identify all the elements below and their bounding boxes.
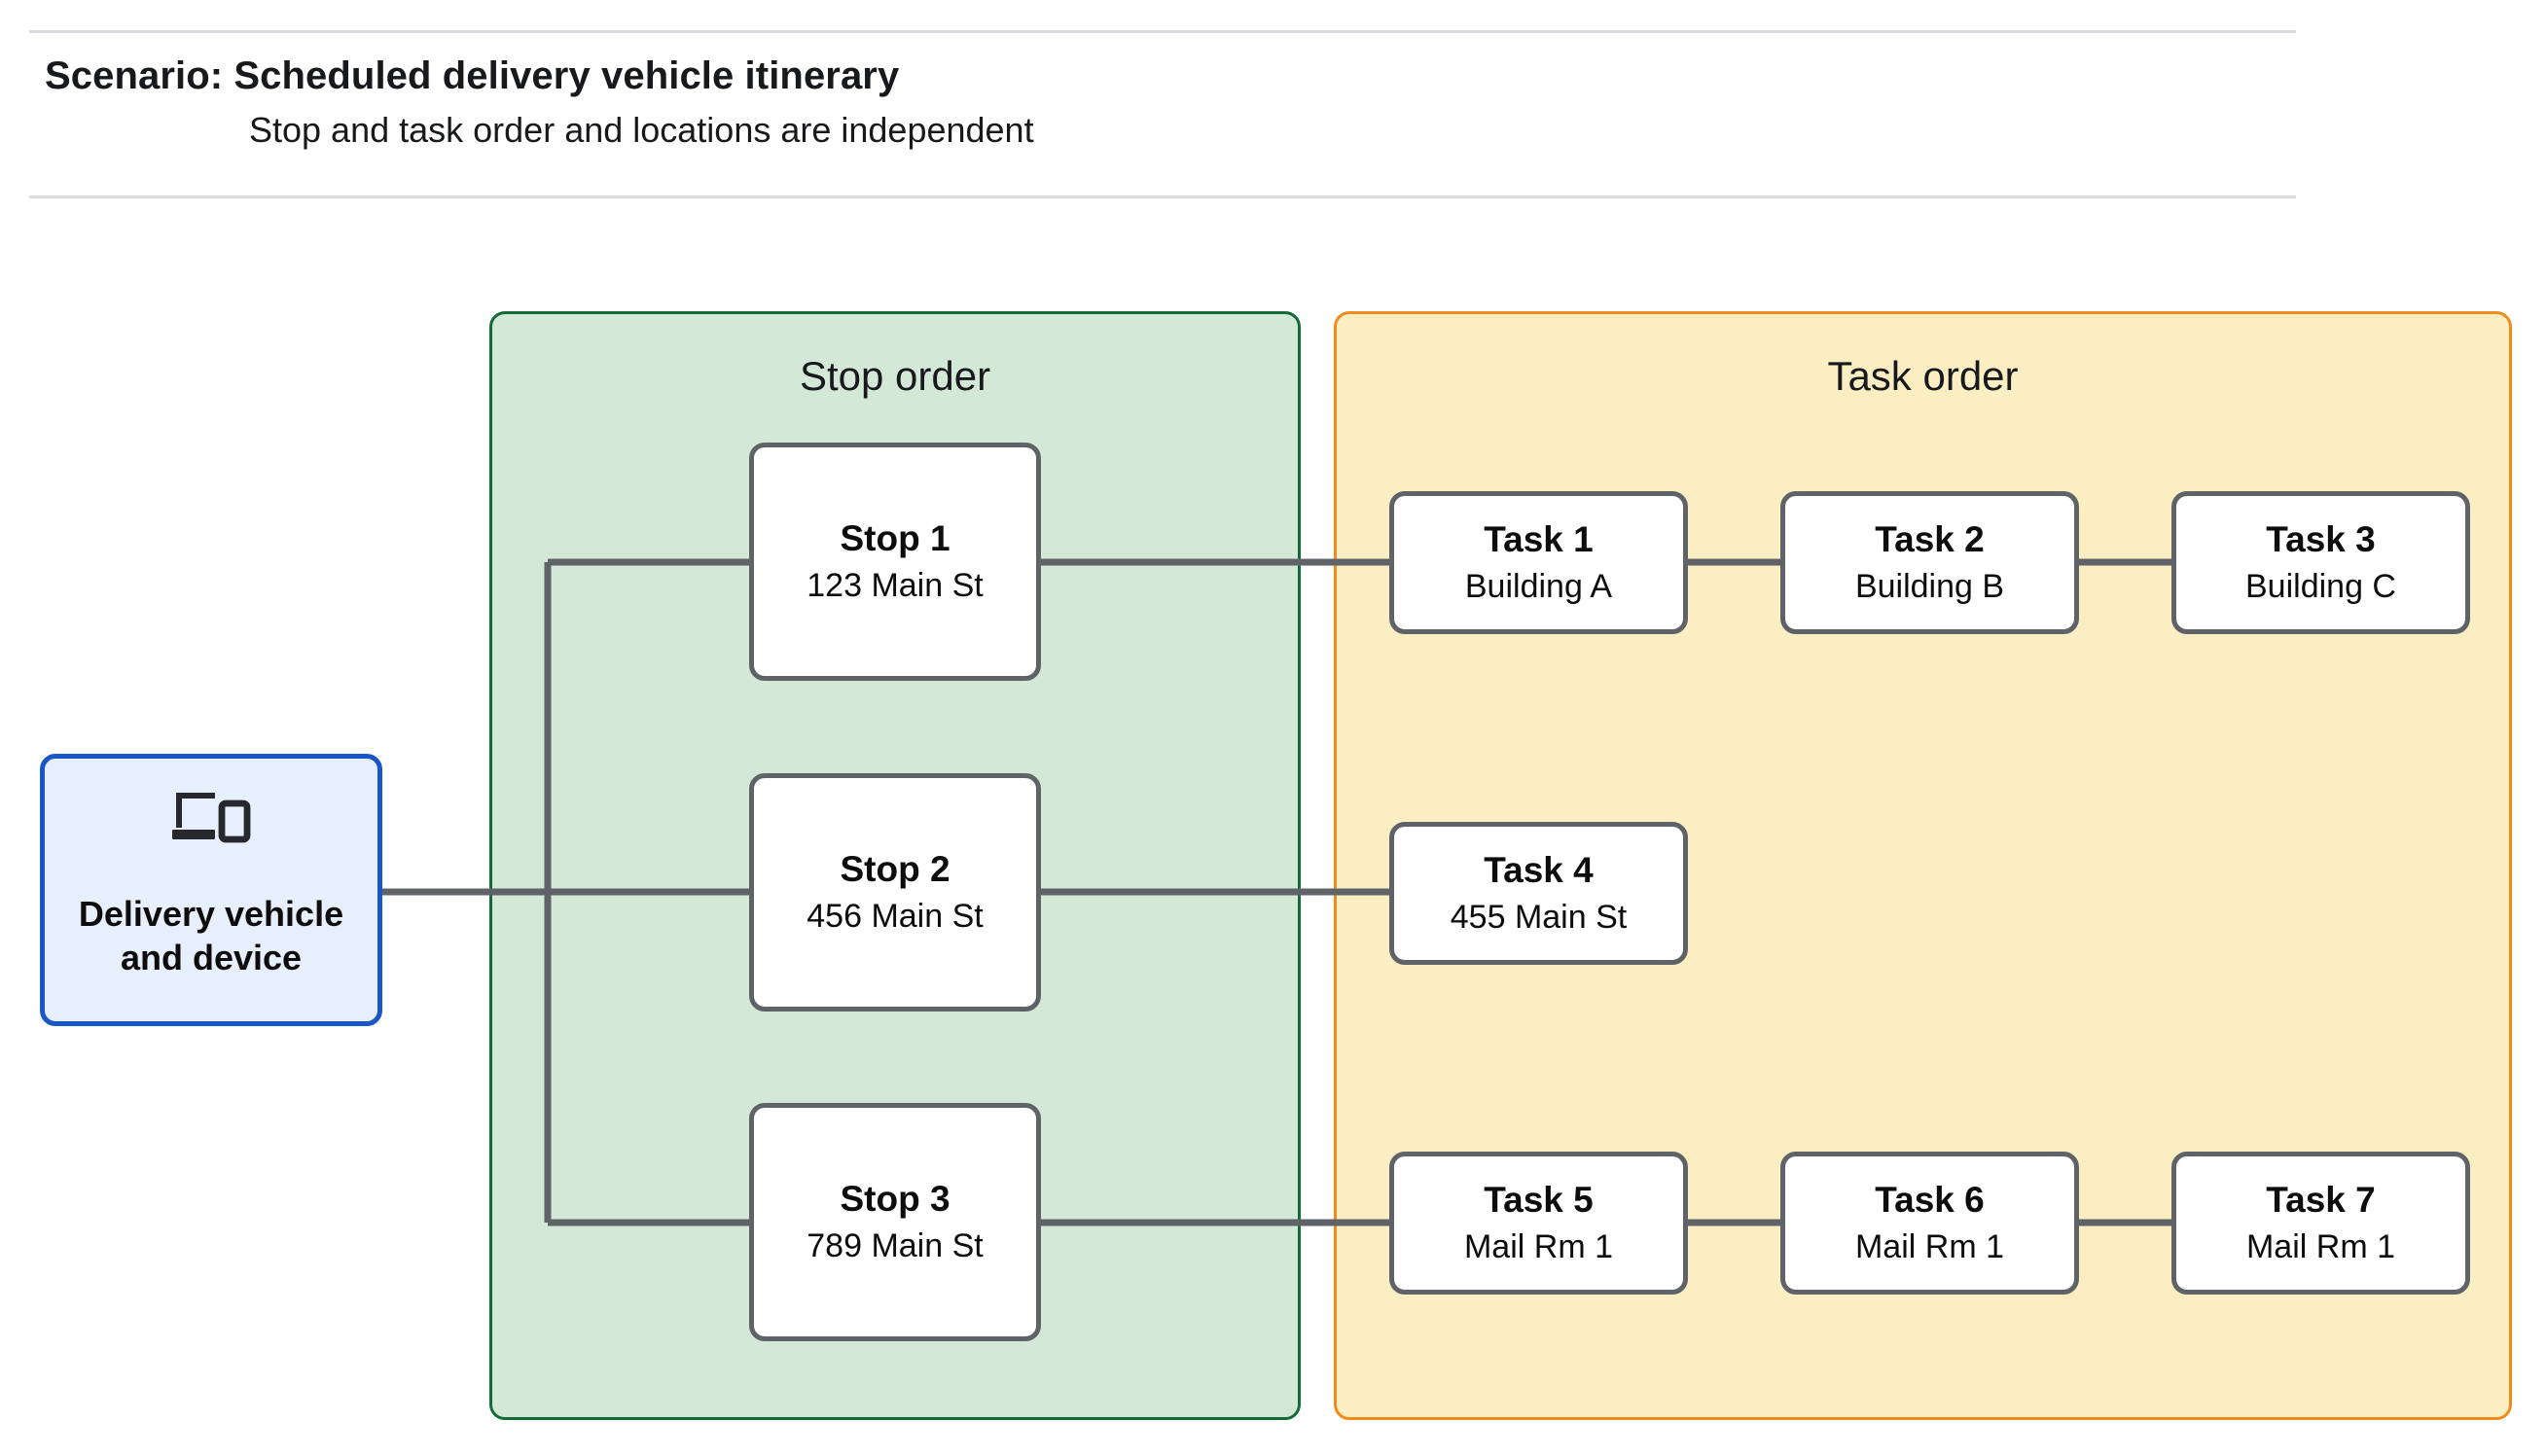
task-node-location: Mail Rm 1 (2245, 1228, 2396, 1266)
task-node-title: Task 3 (2266, 518, 2376, 559)
task-node-4[interactable]: Task 4 455 Main St (1389, 822, 1688, 965)
task-node-5[interactable]: Task 5 Mail Rm 1 (1389, 1152, 1688, 1295)
task-node-title: Task 6 (1875, 1179, 1985, 1220)
task-node-location: 455 Main St (1450, 899, 1628, 937)
task-node-title: Task 1 (1484, 518, 1594, 559)
stop-node-location: 789 Main St (807, 1227, 984, 1265)
stop-node-2[interactable]: Stop 2 456 Main St (749, 773, 1041, 1012)
page-subtitle: Stop and task order and locations are in… (249, 109, 1034, 150)
task-node-7[interactable]: Task 7 Mail Rm 1 (2171, 1152, 2470, 1295)
stop-node-title: Stop 3 (840, 1178, 950, 1219)
task-node-location: Building C (2245, 568, 2396, 606)
page-title: Scenario: Scheduled delivery vehicle iti… (45, 54, 900, 97)
task-node-6[interactable]: Task 6 Mail Rm 1 (1780, 1152, 2079, 1295)
task-node-title: Task 4 (1484, 849, 1594, 890)
header-divider-top (29, 30, 2296, 33)
stop-node-title: Stop 2 (840, 848, 950, 889)
stop-order-panel-title: Stop order (799, 353, 991, 399)
task-node-title: Task 7 (2266, 1179, 2376, 1220)
stop-node-title: Stop 1 (840, 517, 950, 558)
task-node-location: Mail Rm 1 (1463, 1228, 1614, 1266)
task-node-location: Building B (1854, 568, 2005, 606)
devices-icon (172, 792, 251, 843)
stop-node-location: 123 Main St (807, 567, 984, 605)
stop-node-3[interactable]: Stop 3 789 Main St (749, 1103, 1041, 1341)
task-node-3[interactable]: Task 3 Building C (2171, 491, 2470, 634)
delivery-vehicle-label: Delivery vehicle and device (78, 893, 344, 977)
task-node-2[interactable]: Task 2 Building B (1780, 491, 2079, 634)
task-node-1[interactable]: Task 1 Building A (1389, 491, 1688, 634)
task-node-title: Task 5 (1484, 1179, 1594, 1220)
task-order-panel-title: Task order (1827, 353, 2019, 399)
stop-node-location: 456 Main St (807, 898, 984, 936)
task-node-location: Mail Rm 1 (1854, 1228, 2005, 1266)
task-node-location: Building A (1464, 568, 1613, 606)
header-divider-bottom (29, 195, 2296, 198)
header-block: Scenario: Scheduled delivery vehicle iti… (45, 53, 2282, 152)
delivery-vehicle-node[interactable]: Delivery vehicle and device (40, 754, 382, 1026)
stop-node-1[interactable]: Stop 1 123 Main St (749, 443, 1041, 681)
task-node-title: Task 2 (1875, 518, 1985, 559)
